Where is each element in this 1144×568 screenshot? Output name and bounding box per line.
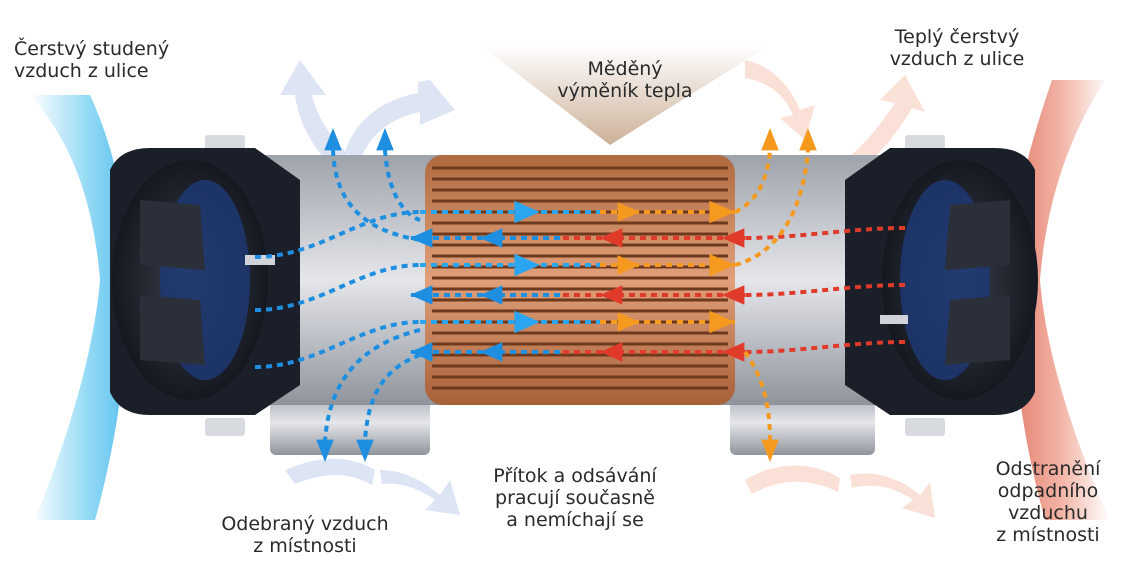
warm-flow-arrow-icon bbox=[617, 312, 640, 332]
cold-air-gradient-band bbox=[30, 95, 128, 520]
warm-air-gradient-band bbox=[1012, 80, 1110, 520]
label-heat-exchanger: Měděný výměník tepla bbox=[520, 58, 730, 102]
exhaust-flow-line bbox=[744, 283, 906, 297]
cold-up-arrow-icon bbox=[324, 128, 342, 151]
exhaust-flow-arrow-icon bbox=[600, 342, 623, 362]
cold-intake-flow-line bbox=[254, 210, 421, 259]
label-exhaust-air: Odstranění odpadního vzduchu z místnosti bbox=[968, 458, 1128, 546]
warm-flow-arrow-icon bbox=[709, 310, 735, 334]
cold-flow-arrow-icon bbox=[514, 253, 540, 277]
warm-vertical-flow-line bbox=[734, 149, 772, 214]
warm-flow-arrow-icon bbox=[617, 255, 640, 275]
extracted-vertical-flow-line bbox=[323, 328, 421, 441]
cooled-exhaust-arrow-icon bbox=[480, 342, 503, 362]
warm-flow-arrow-icon bbox=[709, 253, 735, 277]
label-cold-fresh-air-line1: Čerstvý studený bbox=[14, 38, 170, 60]
label-heat-exchanger-line2: výměník tepla bbox=[557, 80, 693, 102]
warm-up-arrow-icon bbox=[799, 128, 817, 151]
label-exhaust-air-line3: vzduchu bbox=[1008, 502, 1088, 524]
heat-exchanger-pointer bbox=[480, 45, 770, 145]
warm-up-arrow-icon bbox=[761, 128, 779, 151]
cooled-exhaust-arrow-icon bbox=[410, 342, 433, 362]
label-exhaust-air-line4: z místnosti bbox=[996, 524, 1100, 546]
label-simultaneous-line1: Přítok a odsávání bbox=[493, 465, 657, 487]
label-extracted-air-line1: Odebraný vzduch bbox=[221, 513, 389, 535]
cooled-exhaust-arrow-icon bbox=[480, 228, 503, 248]
extracted-vertical-flow-line bbox=[363, 353, 421, 441]
copper-heat-exchanger-core bbox=[425, 155, 735, 405]
cold-flow-arrow-icon bbox=[514, 310, 540, 334]
label-exhaust-air-line1: Odstranění bbox=[995, 458, 1101, 480]
label-warm-fresh-air-line1: Teplý čerstvý bbox=[894, 26, 1020, 48]
cold-up-arrow-icon bbox=[376, 128, 394, 151]
cooled-exhaust-arrow-icon bbox=[410, 285, 433, 305]
cold-vertical-flow-line bbox=[383, 149, 421, 222]
label-extracted-air: Odebraný vzduch z místnosti bbox=[200, 513, 410, 557]
label-heat-exchanger-line1: Měděný bbox=[587, 58, 663, 80]
label-cold-fresh-air-line2: vzduch z ulice bbox=[14, 60, 149, 82]
exhaust-flow-line bbox=[744, 226, 906, 240]
label-exhaust-air-line2: odpadního bbox=[997, 480, 1099, 502]
extracted-down-arrow-icon bbox=[316, 439, 334, 462]
left-duct-bottom bbox=[270, 390, 430, 455]
label-extracted-air-line2: z místnosti bbox=[253, 535, 357, 557]
warm-flow-arrow-icon bbox=[617, 202, 640, 222]
label-simultaneous: Přítok a odsávání pracují současně a nem… bbox=[465, 465, 685, 531]
warm-output-swoosh-arrows bbox=[745, 60, 935, 518]
cooled-exhaust-arrow-icon bbox=[410, 228, 433, 248]
exhaust-flow-arrow-icon bbox=[722, 285, 745, 305]
cold-intake-flow-line bbox=[254, 263, 421, 312]
label-warm-fresh-air-line2: vzduch z ulice bbox=[889, 48, 1025, 70]
cold-intake-flow-line bbox=[254, 320, 421, 369]
cold-flow-arrow-icon bbox=[514, 200, 540, 224]
warm-flow-arrow-icon bbox=[709, 200, 735, 224]
cold-vertical-flow-line bbox=[331, 149, 421, 242]
cooled-exhaust-arrow-icon bbox=[480, 285, 503, 305]
label-warm-fresh-air: Teplý čerstvý vzduch z ulice bbox=[872, 26, 1042, 70]
exhaust-down-arrow-icon bbox=[761, 439, 779, 462]
exhaust-flow-arrow-icon bbox=[722, 342, 745, 362]
exhaust-flow-arrow-icon bbox=[600, 285, 623, 305]
label-cold-fresh-air: Čerstvý studený vzduch z ulice bbox=[14, 38, 169, 82]
left-fan-housing bbox=[110, 135, 300, 436]
right-fan-housing bbox=[845, 135, 1038, 436]
label-simultaneous-line2: pracují současně bbox=[495, 487, 655, 509]
exhaust-vertical-flow-line bbox=[743, 350, 772, 441]
exhaust-flow-arrow-icon bbox=[600, 228, 623, 248]
extracted-down-arrow-icon bbox=[356, 439, 374, 462]
label-simultaneous-line3: a nemíchají se bbox=[506, 509, 644, 531]
exhaust-flow-line bbox=[744, 340, 906, 354]
exhaust-flow-arrow-icon bbox=[722, 228, 745, 248]
